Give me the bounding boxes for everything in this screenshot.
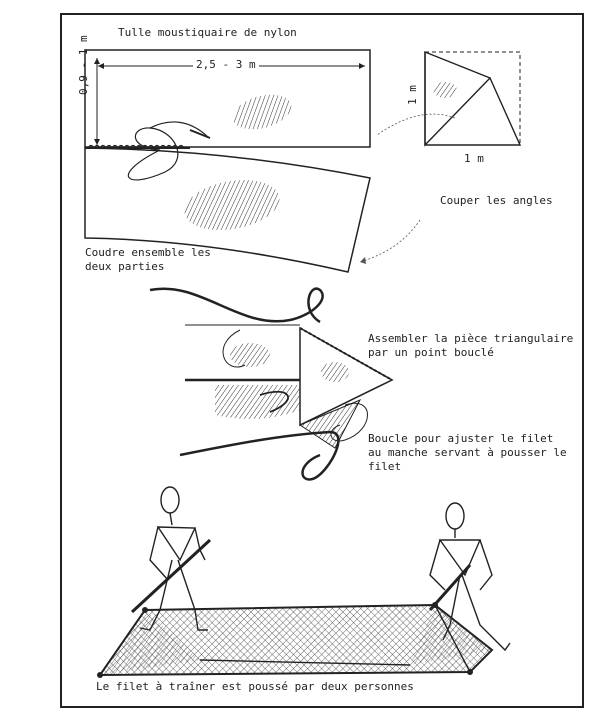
cut-corners-label: Couper les angles [440, 194, 553, 207]
push-net [97, 602, 494, 678]
sew-together-label-line2: deux parties [85, 260, 165, 273]
handle-right [428, 564, 472, 611]
figure-frame [60, 13, 584, 708]
length-label: 2,5 - 3 m [193, 58, 259, 72]
sew-together-label-line1: Coudre ensemble les [85, 246, 211, 259]
loop-label-line2: au manche servant à pousser le [368, 446, 567, 459]
assemble-label-line2: par un point bouclé [368, 346, 494, 359]
assemble-label-line1: Assembler la pièce triangulaire [368, 332, 574, 345]
square-side-vertical-label: 1 m [406, 85, 419, 105]
loop-label-line3: filet [368, 460, 402, 473]
handle-left [130, 538, 212, 614]
diagram-title: Tulle moustiquaire de nylon [118, 26, 297, 39]
net-panel-bottom [84, 147, 371, 273]
square-piece [424, 50, 522, 147]
person-right [429, 502, 511, 652]
width-label: 0,9 - 1 m [77, 35, 90, 95]
loop-label-line1: Boucle pour ajuster le filet [368, 432, 554, 445]
square-side-horizontal-label: 1 m [464, 152, 484, 165]
caption: Le filet à traîner est poussé par deux p… [96, 680, 414, 693]
triangle-assembly [149, 287, 394, 481]
